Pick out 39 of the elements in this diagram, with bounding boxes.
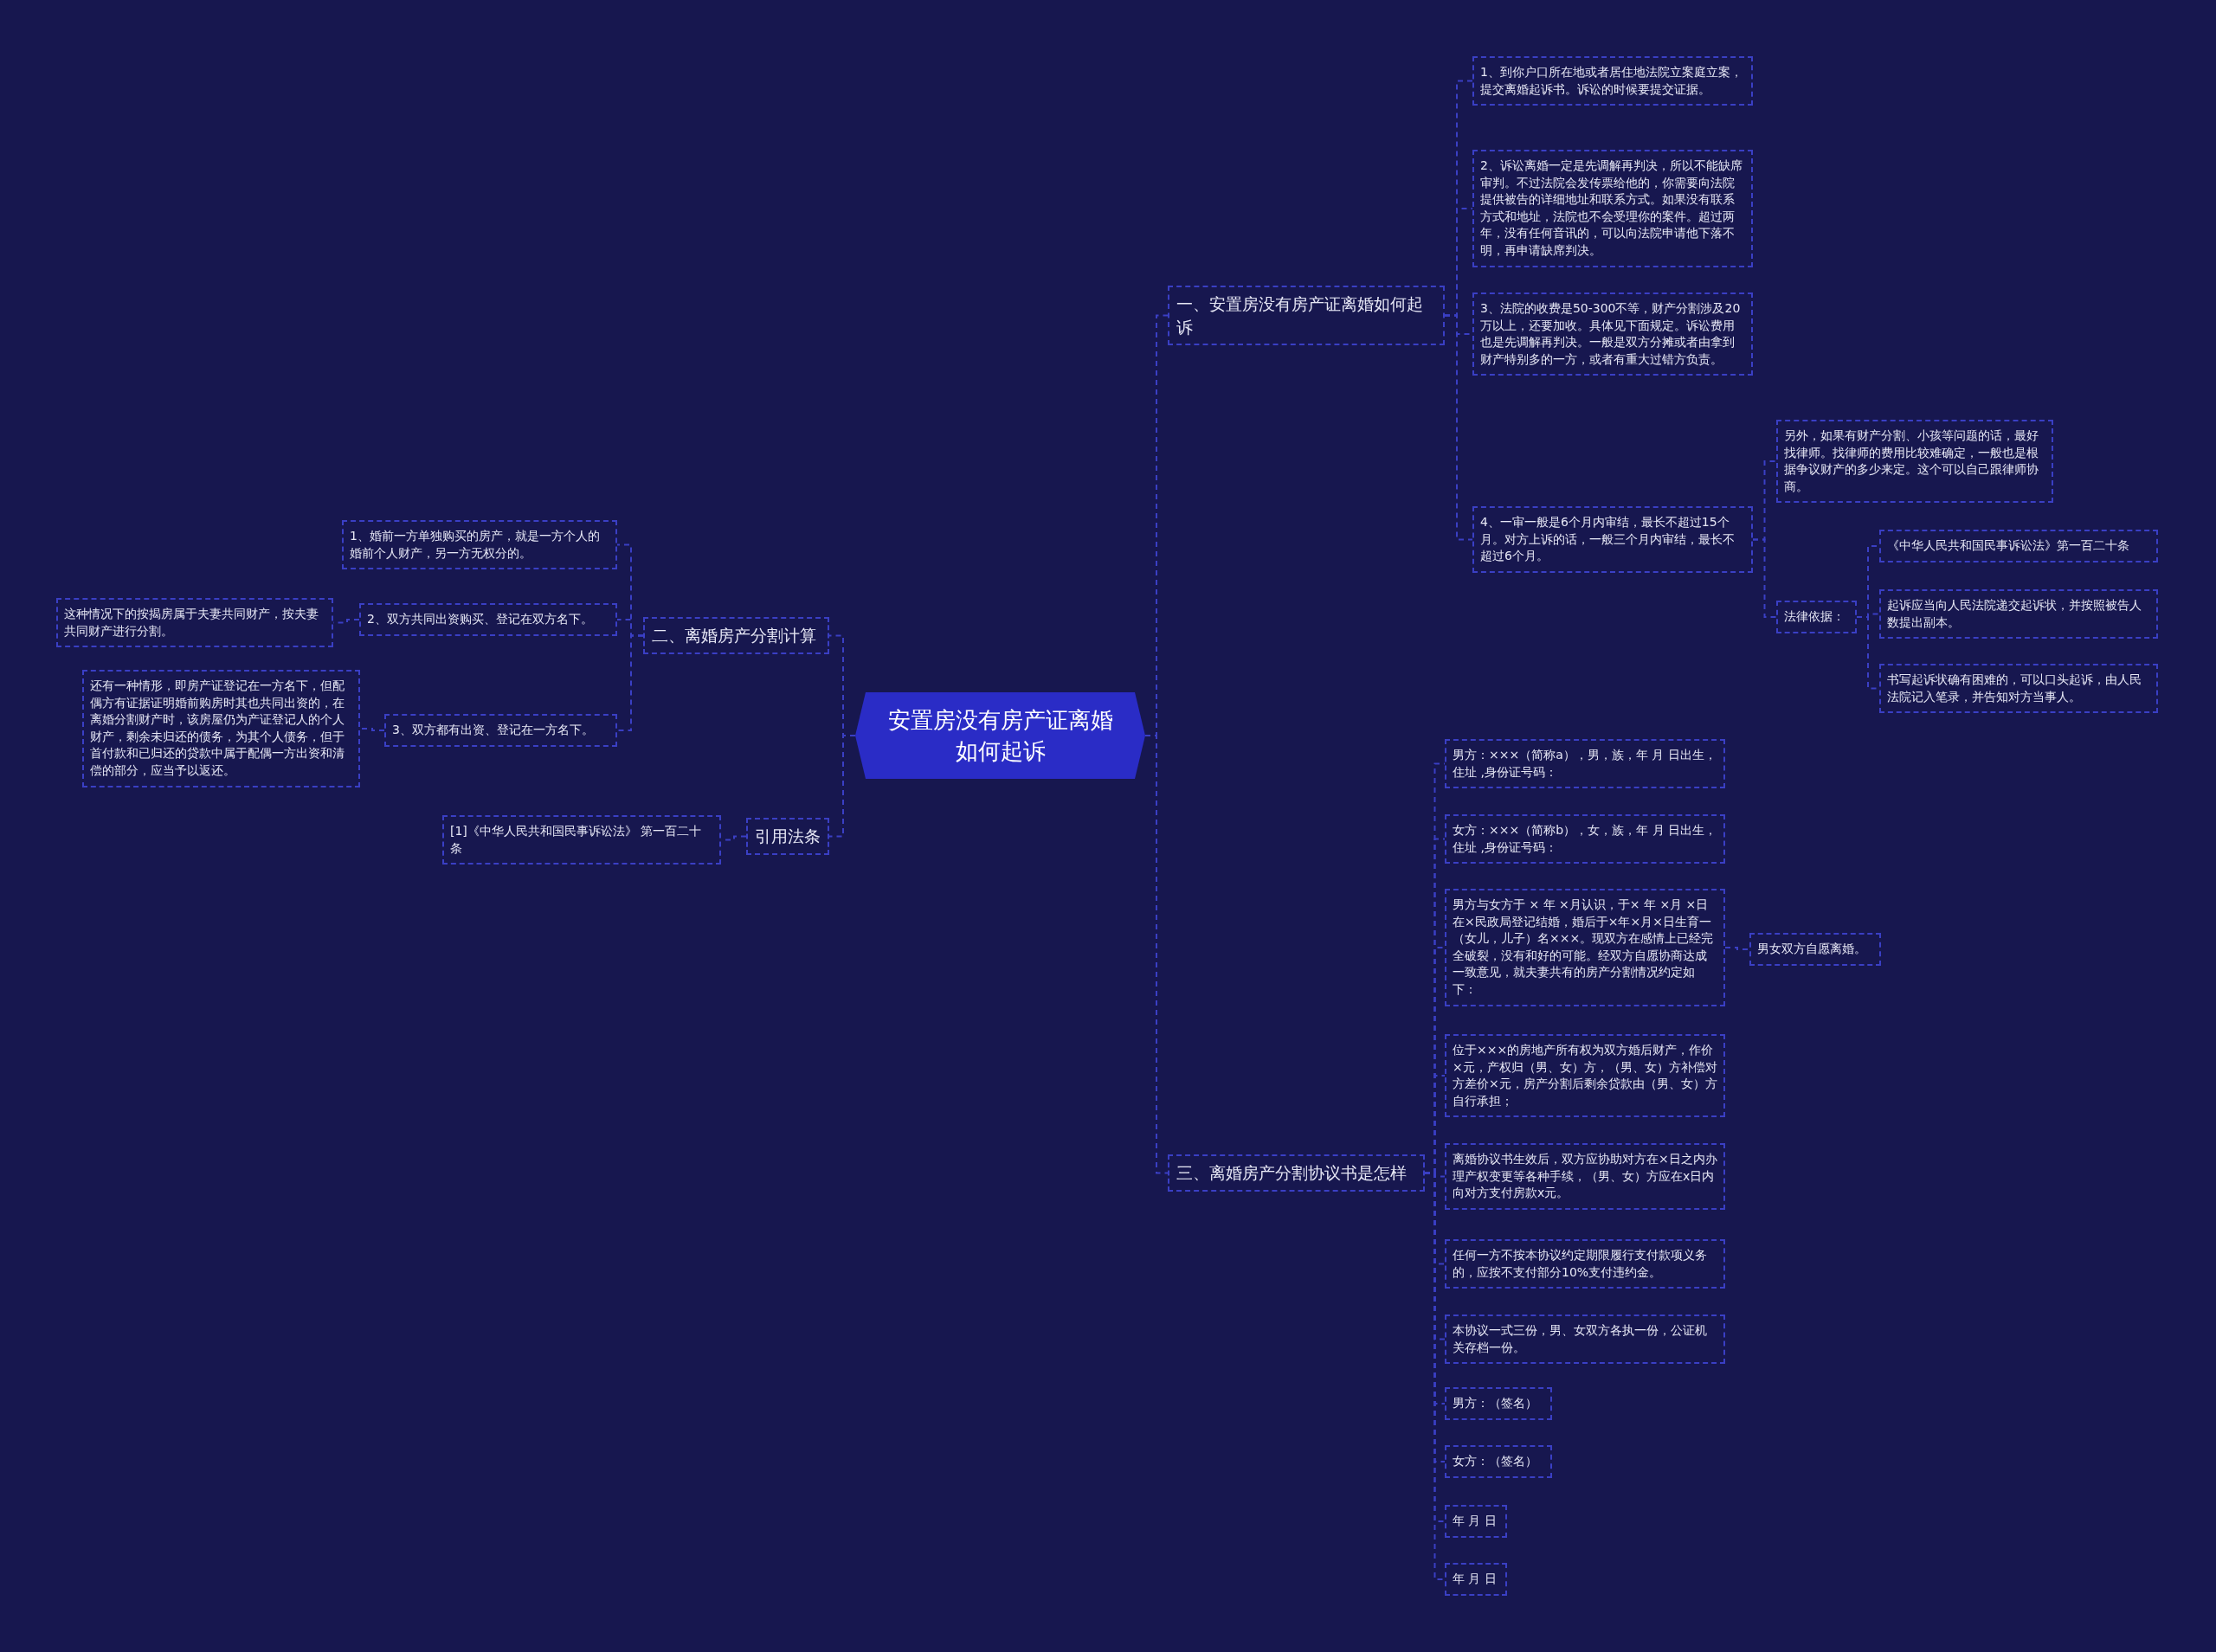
text-box: [1]《中华人民共和国民事诉讼法》 第一百二十条 [442,815,721,865]
central-topic-box: 安置房没有房产证离婚如何起诉 [855,692,1145,779]
text-box: 男女双方自愿离婚。 [1749,933,1881,966]
text-box: 2、诉讼离婚一定是先调解再判决，所以不能缺席审判。不过法院会发传票给他的，你需要向法院提供被告的详细地址和联系方式。如果没有联系方式和地址，法院也不会受理你的案件。超过两年，没有任何音讯的，可以向法院申请他下落不明，再申请缺席判决。 [1472,150,1753,267]
connector-line [1752,538,1777,618]
text-box: 另外，如果有财产分割、小孩等问题的话，最好找律师。找律师的费用比较难确定，一般也是根据争议财产的多少来定。这个可以自己跟律师协商。 [1776,420,2053,504]
text-box: 年 月 日 [1445,1563,1507,1596]
text-box: 《中华人民共和国民事诉讼法》第一百二十条 [1879,530,2158,562]
text-box: 任何一方不按本协议约定期限履行支付款项义务的，应按不支付部分10%支付违约金。 [1445,1239,1725,1289]
text-box: 起诉应当向人民法院递交起诉状，并按照被告人数提出副本。 [1879,589,2158,640]
connector-line [616,634,644,731]
text-box: 3、法院的收费是50-300不等，财产分割涉及20万以上，还要加收。具体见下面规定。诉讼费用也是先调解再判决。一般是双方分摊或者由拿到财产特别多的一方，或者有重大过错方负责。 [1472,292,1753,376]
text-box: 男方：（签名） [1445,1387,1552,1420]
text-box: 女方：×××（简称b），女，族，年 月 日出生，住址 ,身份证号码： [1445,814,1725,865]
text-box: 4、一审一般是6个月内审结，最长不超过15个月。对方上诉的话，一般三个月内审结，最长不超过6个月。 [1472,506,1753,573]
branch-topic-box: 二、离婚房产分割计算 [643,617,829,654]
text-box: 3、双方都有出资、登记在一方名下。 [384,714,617,747]
connector-line [332,619,360,624]
connector-line [359,728,385,731]
connector-line [1724,947,1750,950]
text-box: 男方与女方于 × 年 ×月认识，于× 年 ×月 ×日在×民政局登记结婚，婚后于×年×月×日生育一（女儿，儿子）名×××。现双方在感情上已经完全破裂，没有和好的可能。经双方自愿协商达成一致意见，就夫妻共有的房产分割情况约定如下： [1445,889,1725,1006]
text-box: 女方：（签名） [1445,1445,1552,1478]
text-box: 年 月 日 [1445,1505,1507,1538]
connector-line [1444,314,1473,541]
branch-topic-box: 三、离婚房产分割协议书是怎样 [1168,1154,1425,1192]
text-box: 这种情况下的按揭房属于夫妻共同财产，按夫妻共同财产进行分割。 [56,598,333,648]
branch-topic-box: 引用法条 [746,818,829,855]
text-box: 男方：×××（简称a），男，族，年 月 日出生，住址 ,身份证号码： [1445,739,1725,789]
branch-topic-box: 一、安置房没有房产证离婚如何起诉 [1168,286,1445,346]
text-box: 1、婚前一方单独购买的房产，就是一方个人的婚前个人财产，另一方无权分的。 [342,520,617,570]
text-box: 书写起诉状确有困难的，可以口头起诉，由人民法院记入笔录，并告知对方当事人。 [1879,664,2158,714]
text-box: 法律依据： [1776,601,1857,633]
connector-line [828,735,856,838]
text-box: 本协议一式三份，男、女双方各执一份，公证机关存档一份。 [1445,1315,1725,1365]
text-box: 2、双方共同出资购买、登记在双方名下。 [359,603,617,636]
text-box: 还有一种情形，即房产证登记在一方名下，但配偶方有证据证明婚前购房时其也共同出资的，在离婚分割财产时，该房屋仍为产证登记人的个人财产，剩余未归还的债务，为其个人债务，但于首付款和已归还的贷款中属于配偶一方出资和清偿的部分，应当予以返还。 [82,670,360,787]
text-box: 1、到你户口所在地或者居住地法院立案庭立案，提交离婚起诉书。诉讼的时候要提交证据。 [1472,56,1753,106]
text-box: 离婚协议书生效后，双方应协助对方在×日之内办理产权变更等各种手续，（男、女）方应在x日内向对方支付房款x元。 [1445,1143,1725,1210]
text-box: 位于×××的房地产所有权为双方婚后财产，作价×元，产权归（男、女）方，（男、女）方补偿对方差价×元，房产分割后剩余贷款由（男、女）方自行承担； [1445,1034,1725,1118]
